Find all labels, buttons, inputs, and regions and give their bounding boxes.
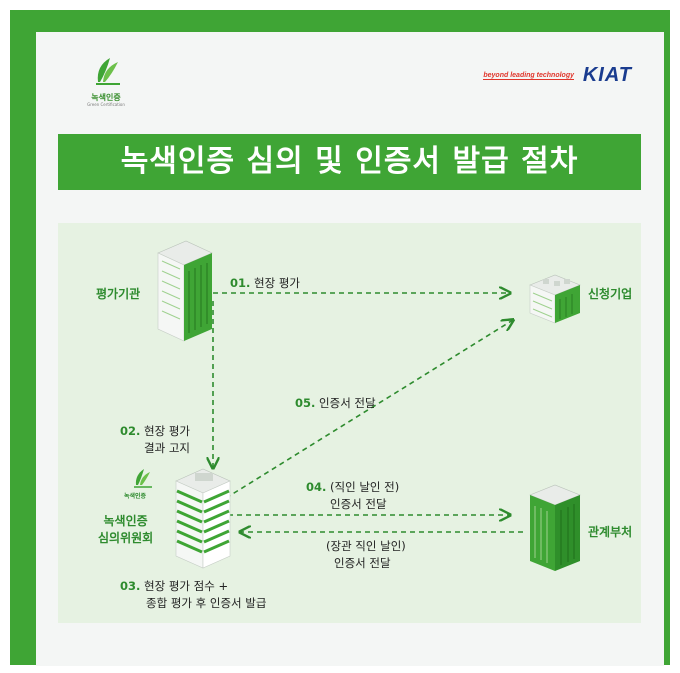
committee-label-line2: 심의위원회 <box>98 531 154 545</box>
step-02: 02. 현장 평가 결과 고지 <box>120 423 190 457</box>
committee-label-line1: 녹색인증 <box>103 514 148 528</box>
step-04b: (장관 직인 날인) 인증서 전달 <box>326 538 406 572</box>
page-title: 녹색인증 심의 및 인증서 발급 절차 <box>120 144 579 179</box>
applicant-building-icon <box>529 274 581 324</box>
ministry-building-icon <box>529 484 581 571</box>
step-05-text: 인증서 전달 <box>319 396 376 410</box>
logo-subtext: Green Certification <box>87 102 125 107</box>
step-03-line1: 현장 평가 점수 + <box>144 579 229 593</box>
committee-leaf-icon <box>134 469 152 488</box>
kiat-tagline: beyond leading technology <box>483 72 574 80</box>
evaluator-building-icon <box>157 240 213 342</box>
leaf-icon <box>96 58 120 85</box>
step-04-num: 04. <box>306 480 327 494</box>
diagram-arrows <box>134 240 581 571</box>
green-border: 녹색인증 Green Certification beyond leading … <box>10 10 670 666</box>
committee-logo-text: 녹색인증 <box>124 493 147 500</box>
content-area: 녹색인증 Green Certification beyond leading … <box>36 32 664 666</box>
committee-label: 녹색인증 심의위원회 <box>98 513 153 547</box>
step-01: 01. 현장 평가 <box>230 275 300 292</box>
step-02-num: 02. <box>120 424 141 438</box>
kiat-logo: KIAT <box>582 64 632 86</box>
applicant-label: 신청기업 <box>588 287 633 301</box>
step-03-num: 03. <box>120 579 141 593</box>
ministry-label: 관계부처 <box>588 525 633 539</box>
evaluator-label: 평가기관 <box>96 287 141 301</box>
process-diagram: 평가기관 신청기업 관계부처 녹색인증 녹색인증 심의위원회 01. 현장 평가… <box>58 223 641 623</box>
step-02-line1: 현장 평가 <box>144 424 191 438</box>
step-05: 05. 인증서 전달 <box>295 395 376 412</box>
step-02-line2: 결과 고지 <box>144 441 191 455</box>
logo-text: 녹색인증 <box>91 93 121 102</box>
step-03: 03. 현장 평가 점수 + 종합 평가 후 인증서 발급 <box>120 578 266 612</box>
committee-building-icon <box>175 468 231 569</box>
step-04-line2: 인증서 전달 <box>330 497 387 511</box>
green-certification-logo: 녹색인증 Green Certification <box>76 52 136 112</box>
step-01-text: 현장 평가 <box>254 276 301 290</box>
title-bar: 녹색인증 심의 및 인증서 발급 절차 <box>58 134 641 190</box>
step-04b-line2: 인증서 전달 <box>334 556 391 570</box>
arrow-05 <box>225 320 513 499</box>
step-05-num: 05. <box>295 396 316 410</box>
step-01-num: 01. <box>230 276 251 290</box>
step-04-line1: (직인 날인 전) <box>330 480 400 494</box>
step-04b-line1: (장관 직인 날인) <box>326 539 406 553</box>
step-04: 04. (직인 날인 전) 인증서 전달 <box>306 479 399 513</box>
step-03-line2: 종합 평가 후 인증서 발급 <box>146 596 267 610</box>
